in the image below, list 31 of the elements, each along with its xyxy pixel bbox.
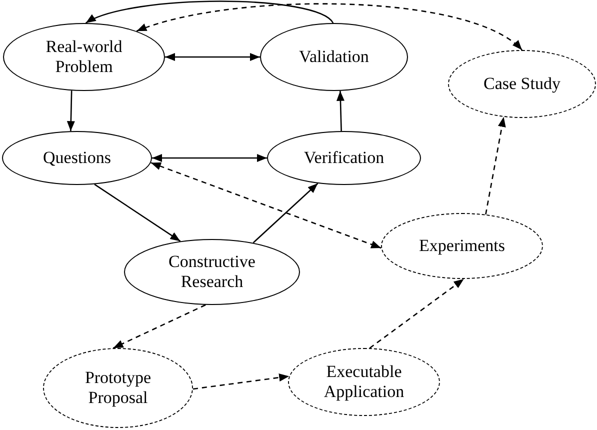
ellipse-node (3, 23, 165, 91)
node-label: Executable Application (322, 362, 406, 402)
dashed-curved-double-arrow (136, 3, 522, 50)
dashed-arrow (485, 116, 506, 215)
arrow (66, 90, 75, 132)
dashed-arrow (369, 278, 464, 349)
node-label: Constructive Research (168, 252, 256, 292)
node-label: Experiments (419, 236, 505, 256)
dashed-ellipse-node (43, 348, 193, 428)
node-label: Case Study (484, 74, 560, 94)
ellipse-node (2, 131, 152, 185)
curved-arrow (86, 0, 334, 24)
arrow (94, 184, 181, 242)
node-label: Questions (43, 148, 111, 168)
dashed-ellipse-node (288, 348, 440, 416)
arrow (336, 90, 344, 132)
double-arrow (165, 53, 260, 61)
double-arrow (152, 154, 267, 162)
arrow (252, 182, 318, 244)
node-label: Prototype Proposal (84, 368, 152, 408)
ellipse-node (267, 131, 421, 185)
node-label: Validation (299, 46, 369, 68)
node-label: Real-world Problem (44, 36, 124, 78)
ellipse-node (260, 23, 408, 91)
node-label: Verification (304, 148, 384, 168)
dashed-ellipse-node (381, 213, 543, 279)
ellipse-node (124, 239, 300, 305)
dashed-arrow (112, 304, 206, 349)
dashed-ellipse-node (448, 50, 596, 118)
dashed-double-arrow (150, 162, 382, 249)
dashed-arrow (192, 374, 290, 390)
